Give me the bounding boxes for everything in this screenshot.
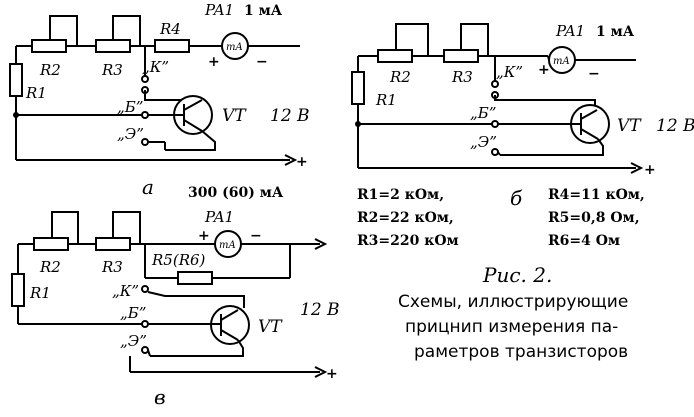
value-r4: R4=11 кОм,	[548, 187, 645, 203]
circuit-a-label-range: 1 мА	[244, 3, 283, 19]
circuit-a-meter-minus: −	[256, 54, 268, 70]
circuit-c-caption: в	[154, 385, 166, 409]
circuit-c-meter-plus: +	[198, 228, 210, 244]
circuit-c-label-r2: R2	[39, 258, 61, 276]
circuit-c-label-meter: PA1	[204, 208, 234, 226]
circuit-c-label-r1: R1	[29, 284, 51, 302]
circuit-c-r5-resistor	[177, 271, 213, 285]
circuit-a-r3-resistor	[95, 39, 131, 53]
circuit-a-label-r2: R2	[39, 61, 61, 79]
circuit-c-label-r3: R3	[101, 258, 123, 276]
circuit-c-meter-unit: mA	[219, 240, 236, 251]
circuit-a-label-plus: +	[296, 154, 308, 170]
circuit-a-label-b: „Б”	[117, 98, 143, 116]
value-r3: R3=220 кОм	[357, 233, 459, 249]
circuit-b-label-plus: +	[644, 162, 656, 178]
figure-title: Рис. 2.	[482, 263, 552, 287]
figure-caption-line-3: раметров транзисторов	[414, 342, 628, 362]
circuit-a-r4-resistor	[154, 39, 190, 53]
circuit-a-label-r3: R3	[101, 61, 123, 79]
circuit-b-label-r2: R2	[389, 68, 411, 86]
circuit-b-meter-minus: −	[588, 66, 600, 82]
circuit-b-label-range: 1 мА	[596, 24, 635, 40]
circuit-c-label-plus: +	[326, 366, 338, 382]
circuit-c-label-voltage: 12 В	[300, 300, 340, 320]
circuit-a-r2-resistor	[31, 39, 67, 53]
circuit-c-r2-resistor	[33, 237, 69, 251]
circuit-b-label-voltage: 12 В	[656, 116, 694, 136]
circuit-a-r1-resistor	[9, 63, 23, 97]
value-r6: R6=4 Ом	[548, 233, 620, 249]
circuit-a-meter-plus: +	[208, 54, 220, 70]
circuit-a-label-meter: PA1	[204, 1, 234, 19]
value-r2: R2=22 кОм,	[357, 210, 454, 226]
circuit-a-label-voltage: 12 В	[270, 106, 310, 126]
circuit-a-label-r4: R4	[159, 20, 181, 38]
circuit-b-r1-resistor	[351, 71, 365, 105]
circuit-b-label-vt: VT	[617, 116, 642, 136]
circuit-b-label-b: „Б”	[470, 104, 496, 122]
circuit-b-r2-resistor	[377, 49, 413, 63]
circuit-b-meter-unit: mA	[553, 56, 570, 67]
circuit-b: R2 R3 R1 PA1 1 мА mA + − „К” „Б” „Э” VT …	[351, 22, 694, 210]
circuit-b-label-r1: R1	[375, 91, 397, 109]
circuit-a-label-r1: R1	[25, 84, 47, 102]
figure-caption: Рис. 2. Схемы, иллюстрирующие прицнип из…	[398, 263, 628, 362]
circuit-a-label-vt: VT	[222, 106, 247, 126]
circuit-c-label-k: „К”	[112, 282, 139, 300]
circuit-c-label-range: 300 (60) мА	[188, 185, 284, 201]
circuit-a-meter-unit: mA	[226, 42, 243, 53]
figure-caption-line-1: Схемы, иллюстрирующие	[398, 292, 628, 312]
circuit-c: R2 R3 R5(R6) R1 PA1 300 (60) мА mA + − „…	[11, 185, 340, 409]
circuit-b-label-k: „К”	[496, 63, 523, 81]
circuit-c-r3-resistor	[95, 237, 131, 251]
circuit-c-r1-resistor	[11, 273, 25, 307]
figure-caption-line-2: прицнип измерения па-	[405, 317, 618, 337]
value-r1: R1=2 кОм,	[357, 187, 444, 203]
circuit-b-meter-plus: +	[538, 62, 550, 78]
value-r5: R5=0,8 Ом,	[548, 210, 640, 226]
circuit-b-caption: б	[510, 186, 523, 210]
circuit-c-label-e: „Э”	[120, 332, 147, 350]
circuit-c-label-r5: R5(R6)	[151, 251, 206, 269]
circuit-c-label-b: „Б”	[120, 304, 146, 322]
component-values: R1=2 кОм, R2=22 кОм, R3=220 кОм R4=11 кО…	[357, 187, 645, 249]
circuit-b-label-e: „Э”	[470, 133, 497, 151]
circuit-b-label-meter: PA1	[555, 22, 585, 40]
circuit-a: R2 R3 R4 R1 PA1 1 мА mA + − „К” „Б” „Э” …	[9, 1, 310, 199]
circuit-b-label-r3: R3	[451, 68, 473, 86]
circuit-c-label-vt: VT	[258, 317, 283, 337]
circuit-c-meter-minus: −	[250, 228, 262, 244]
circuit-a-label-e: „Э”	[117, 125, 144, 143]
circuit-b-r3-resistor	[443, 49, 479, 63]
circuit-a-caption: а	[142, 175, 154, 199]
circuit-a-label-k: „К”	[142, 58, 169, 76]
